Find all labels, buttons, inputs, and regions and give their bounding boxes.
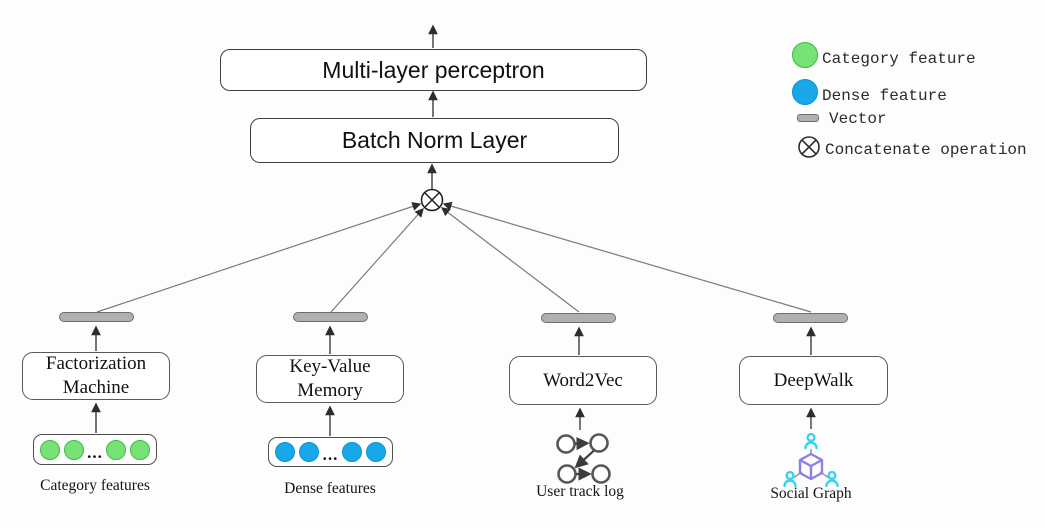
legend-label: Dense feature <box>822 87 947 105</box>
category-feature-swatch-icon <box>792 41 818 68</box>
vector-bar-3 <box>541 313 616 323</box>
legend-item-concatenate: Concatenate operation <box>797 135 1027 159</box>
dense-features-caption: Dense features <box>284 480 376 497</box>
factorization-machine-box: Factorization Machine <box>22 352 170 400</box>
social-graph-caption: Social Graph <box>770 485 852 502</box>
legend-label: Concatenate operation <box>825 141 1027 159</box>
person-icons <box>783 432 839 488</box>
batch-norm-label: Batch Norm Layer <box>341 127 528 153</box>
mlp-label: Multi-layer perceptron <box>322 56 545 83</box>
user-track-log-icon <box>556 433 611 484</box>
dense-feature-circle <box>342 442 363 462</box>
dense-feature-swatch-icon <box>792 78 818 105</box>
dense-feature-circle <box>366 442 386 462</box>
ellipsis: ... <box>322 445 339 464</box>
vector-bar-2 <box>293 312 368 322</box>
mlp-box: Multi-layer perceptron <box>220 49 647 91</box>
vector-swatch-icon <box>797 114 819 122</box>
arrow-vector2-to-concat <box>330 207 424 313</box>
factorization-machine-label: Factorization Machine <box>45 353 147 398</box>
word2vec-box: Word2Vec <box>509 356 657 405</box>
cube-icon <box>798 452 824 481</box>
arrow-vector3-to-concat <box>440 207 580 313</box>
deepwalk-box: DeepWalk <box>739 356 888 405</box>
user-track-log-caption: User track log <box>536 483 624 500</box>
arrow-vector4-to-concat <box>442 201 812 313</box>
legend-label: Category feature <box>822 50 976 68</box>
category-features-caption: Category features <box>40 477 150 494</box>
category-feature-circle <box>130 439 150 460</box>
key-value-memory-label: Key-Value Memory <box>289 356 371 401</box>
legend-item-category-feature: Category feature <box>792 41 976 68</box>
word2vec-label: Word2Vec <box>543 369 623 391</box>
social-graph-icon <box>783 432 839 488</box>
category-feature-circle <box>63 439 84 460</box>
arrow-vector1-to-concat <box>96 202 422 313</box>
dense-feature-circle <box>298 442 319 462</box>
legend-item-dense-feature: Dense feature <box>792 78 947 105</box>
category-feature-circle <box>106 439 127 460</box>
concatenate-operation-icon <box>420 188 444 212</box>
category-features-row: ... <box>33 434 157 465</box>
category-feature-circle <box>40 439 60 460</box>
vector-bar-4 <box>773 313 848 323</box>
ellipsis: ... <box>87 442 103 462</box>
vector-bar-1 <box>59 312 134 322</box>
dense-feature-circle <box>275 442 295 462</box>
key-value-memory-box: Key-Value Memory <box>256 355 404 403</box>
deepwalk-label: DeepWalk <box>773 369 854 391</box>
concatenate-swatch-icon <box>798 136 820 158</box>
batch-norm-box: Batch Norm Layer <box>250 118 619 163</box>
dense-features-row: ... <box>268 437 393 467</box>
legend-item-vector: Vector <box>797 108 887 128</box>
legend-label: Vector <box>829 110 887 128</box>
